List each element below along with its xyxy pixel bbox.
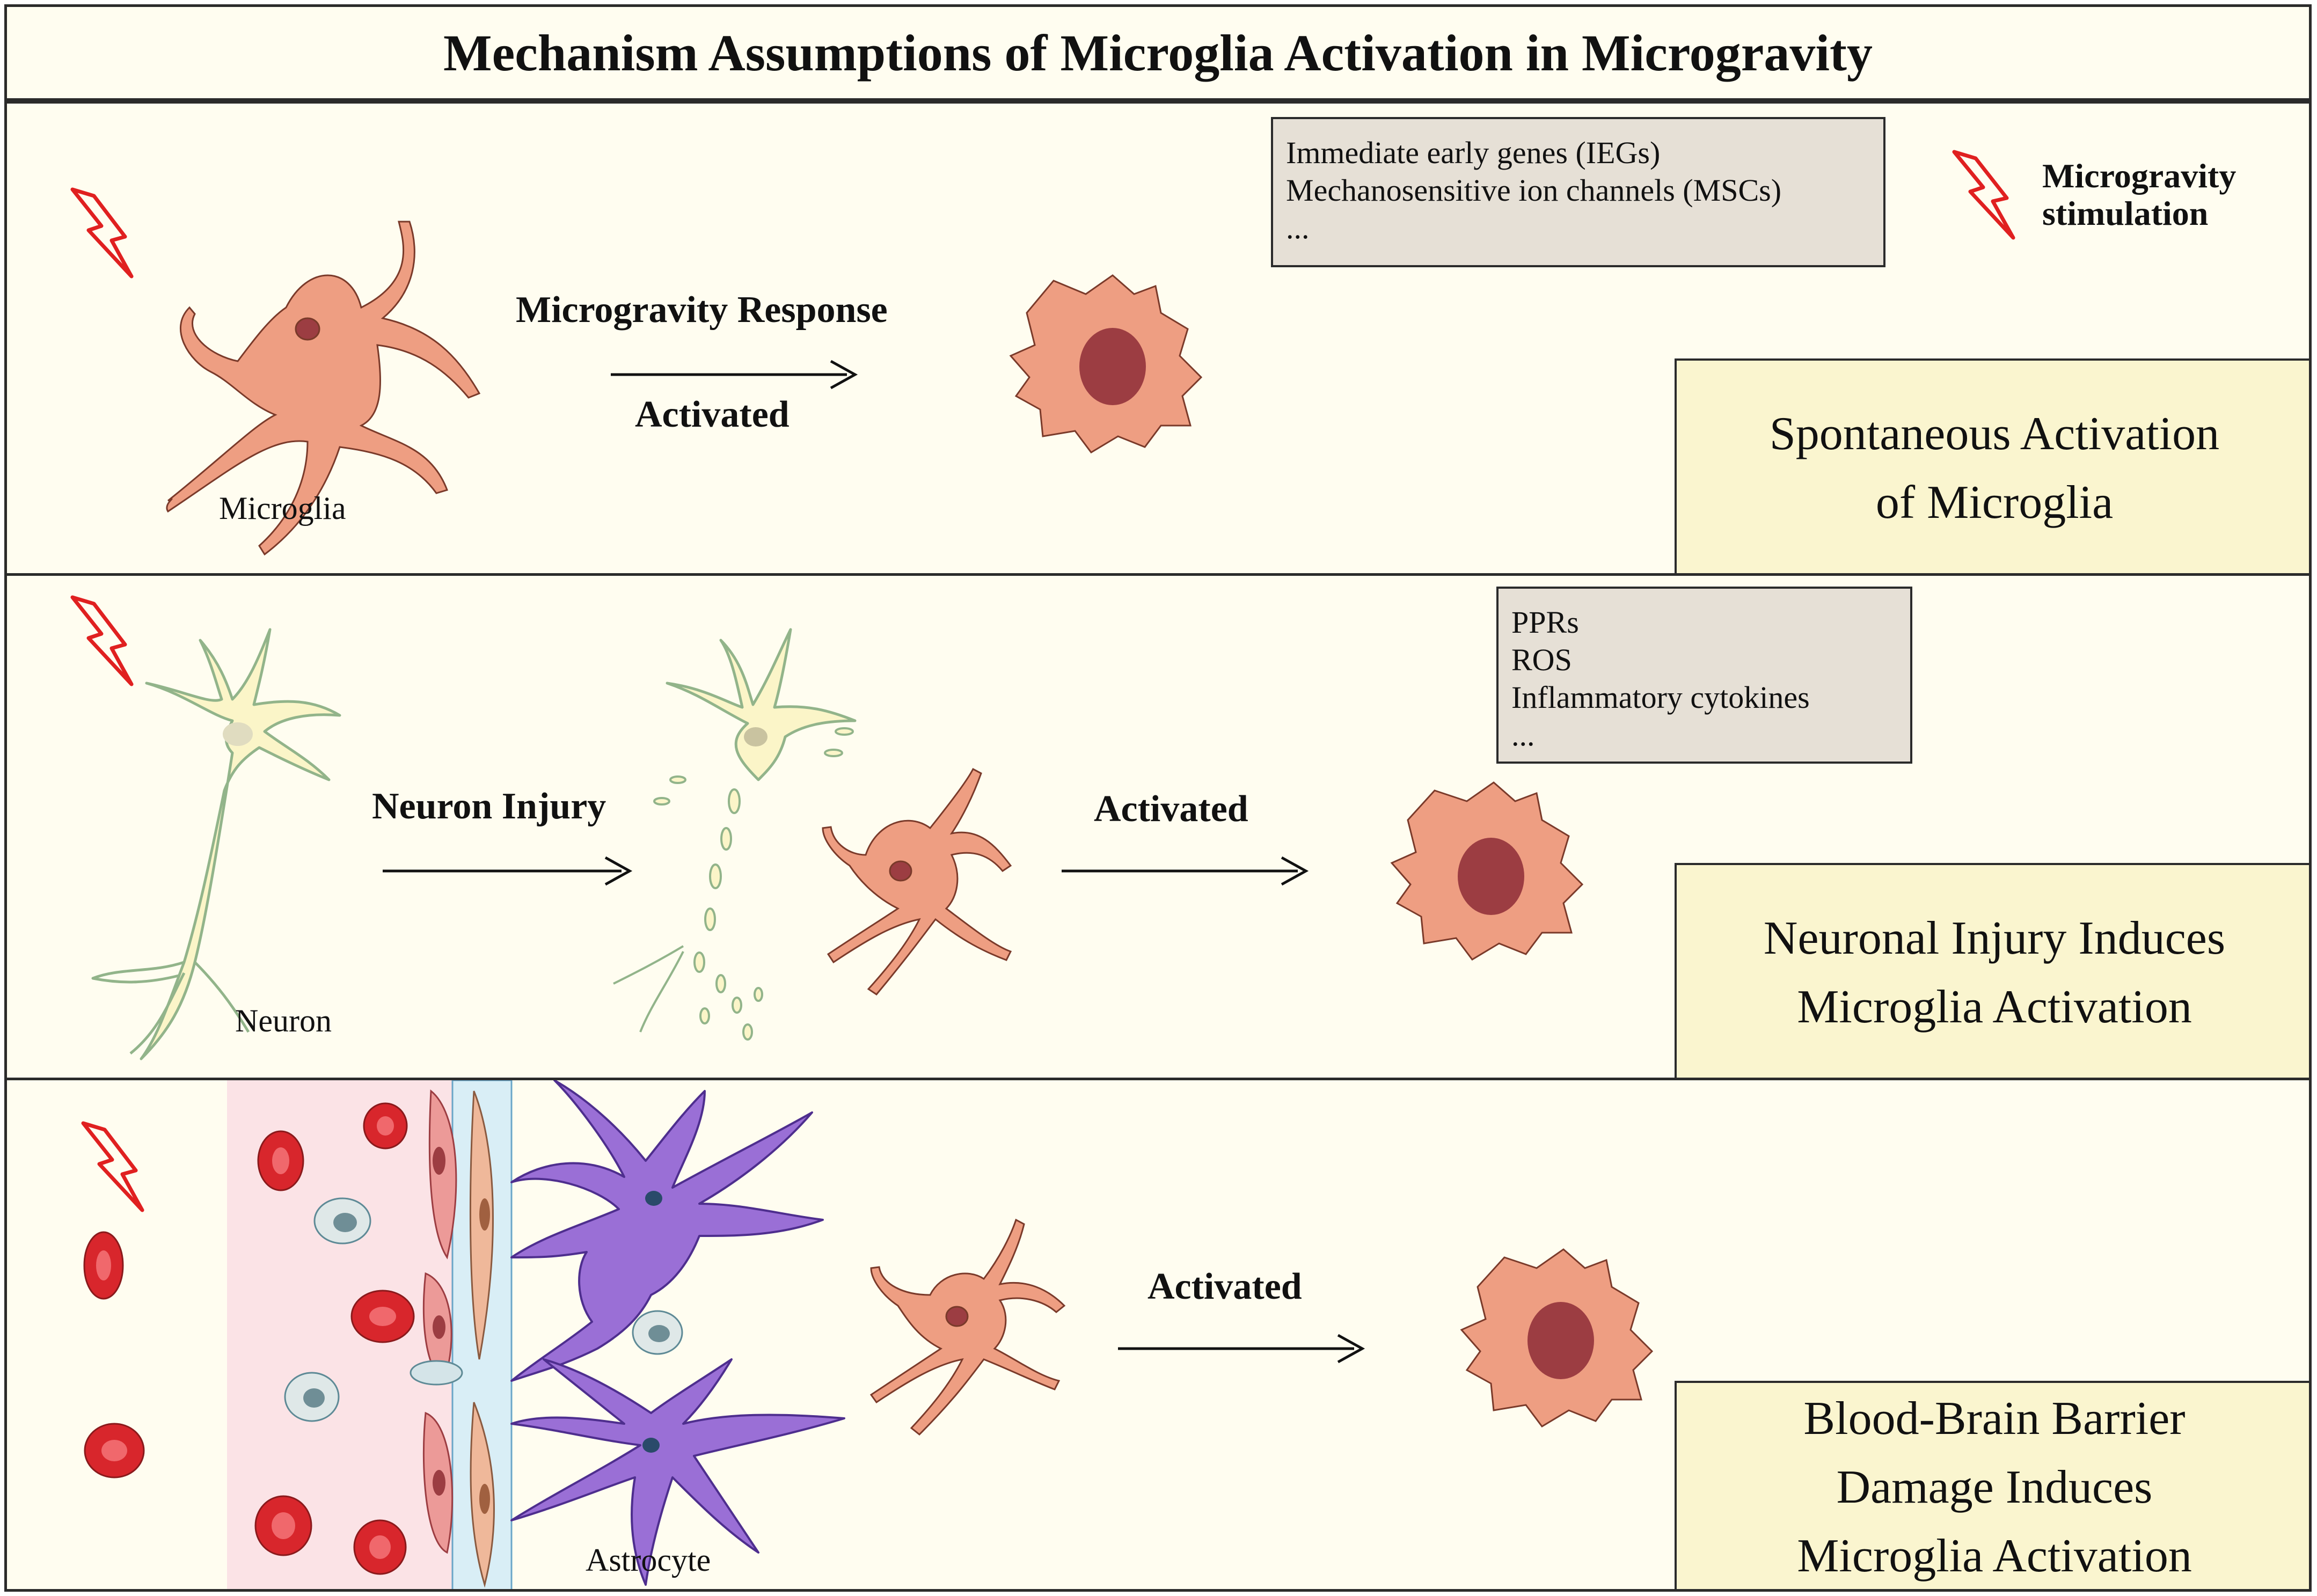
summary-line: of Microglia [1875,477,2114,529]
activated-microglia [1390,781,1584,961]
info-line: Immediate early genes (IEGs) [1286,135,1661,170]
neuron-debris [613,727,854,1041]
info-line: ... [1511,718,1535,752]
title-band: Mechanism Assumptions of Microglia Activ… [4,4,2312,101]
activated-microglia [1460,1248,1654,1427]
activated-label: Activated [635,394,790,435]
healthy-neuron [91,628,341,1060]
panel-bbb-damage: Astrocyte Activated Blood-Brain Barrier … [4,1078,2312,1592]
summary-line: Blood-Brain Barrier [1803,1393,2186,1445]
arrow-head [830,360,858,390]
panel-spontaneous-activation: Microglia Microgravity Response Activate… [4,101,2312,576]
panel-neuronal-injury: Neuron Neuron Injury Activated PPRs ROS … [4,573,2312,1080]
info-line: ... [1286,210,1310,245]
info-line: Inflammatory cytokines [1511,680,1810,715]
microglia-label: Microglia [219,490,346,526]
summary-box-neuronal-injury: Neuronal Injury Induces Microglia Activa… [1675,863,2309,1078]
summary-line: Damage Induces [1836,1461,2153,1513]
summary-line: Microglia Activation [1797,981,2192,1033]
arrow-head [604,856,633,886]
info-box-genes: Immediate early genes (IEGs) Mechanosens… [1271,117,1885,267]
info-line: PPRs [1511,605,1579,640]
injured-neuron [666,628,857,781]
info-line: Mechanosensitive ion channels (MSCs) [1286,173,1782,208]
info-line: ROS [1511,642,1572,677]
microgravity-response-label: Microgravity Response [516,289,888,331]
arrow-head [1281,856,1309,886]
neuron-injury-label: Neuron Injury [372,786,606,827]
summary-line: Neuronal Injury Induces [1763,912,2226,964]
astrocyte [510,1080,845,1586]
summary-line: Spontaneous Activation [1769,408,2220,460]
summary-box-spontaneous: Spontaneous Activation of Microglia [1675,358,2309,573]
activated-label: Activated [1094,788,1248,830]
lightning-bolt-icon [81,1121,144,1212]
resting-microglia [166,221,481,556]
arrow-head [1337,1334,1365,1364]
neuron-label: Neuron [235,1003,332,1038]
info-box-signals: PPRs ROS Inflammatory cytokines ... [1496,587,1912,764]
legend-line-1: Microgravity [2042,157,2236,195]
endothelial-cell [428,1089,457,1260]
panel2-illustration [70,595,1584,1060]
rbc-centers [96,1116,396,1559]
figure-title: Mechanism Assumptions of Microglia Activ… [443,24,1873,82]
legend-label: Microgravity stimulation [2042,157,2236,232]
resting-microglia [869,1218,1066,1436]
panel1-illustration [70,150,2015,556]
leaking-cell [410,1360,463,1386]
activated-label: Activated [1147,1266,1302,1307]
summary-box-bbb-damage: Blood-Brain Barrier Damage Induces Micro… [1675,1381,2309,1589]
legend-line-2: stimulation [2042,194,2209,232]
panel3-illustration [81,1080,1654,1589]
legend-lightning-bolt-icon [1952,150,2015,240]
resting-microglia [822,767,1012,995]
summary-line: Microglia Activation [1797,1530,2192,1582]
lightning-bolt-icon [70,187,134,279]
activated-microglia [1009,274,1203,453]
lightning-bolt-icon [70,595,134,686]
astrocyte-label: Astrocyte [586,1542,711,1578]
